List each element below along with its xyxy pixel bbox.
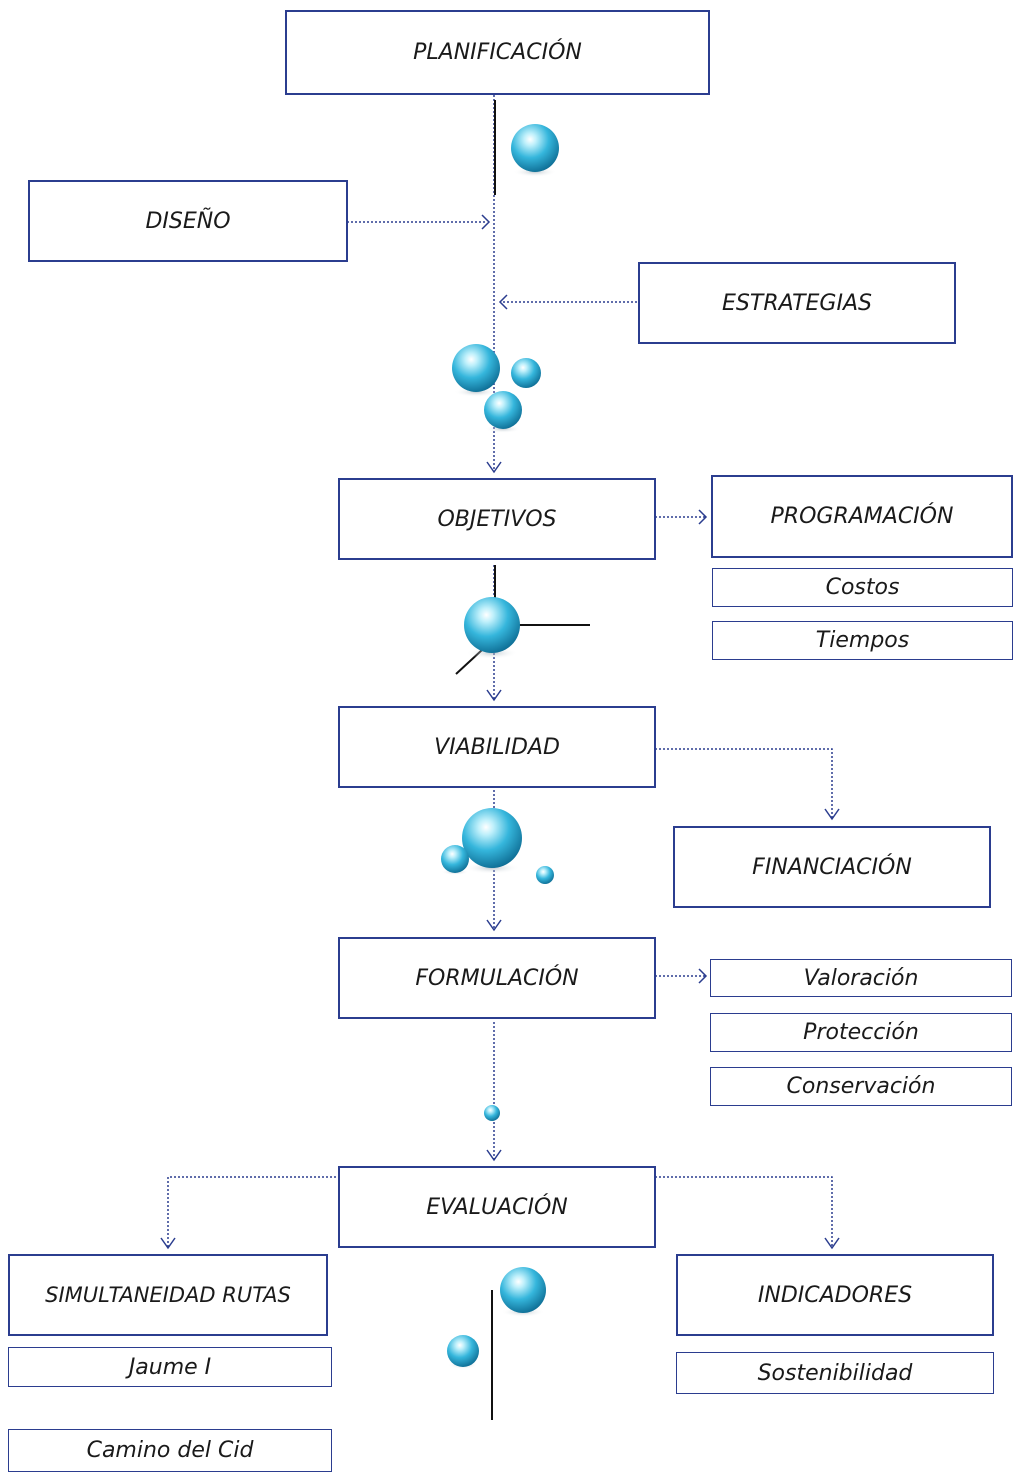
sphere-11 xyxy=(447,1335,479,1367)
subitem-costos: Costos xyxy=(712,568,1013,607)
sphere-10 xyxy=(500,1267,546,1313)
box-planificacion: PLANIFICACIÓN xyxy=(285,10,710,95)
box-viabilidad: VIABILIDAD xyxy=(338,706,656,788)
subitem-proteccion: Protección xyxy=(710,1013,1012,1052)
sphere-2 xyxy=(452,344,500,392)
arrow-indicadores xyxy=(824,1237,840,1250)
arrow-formulacion xyxy=(486,919,502,932)
sphere-9 xyxy=(484,1105,500,1121)
sphere-5 xyxy=(464,597,520,653)
subitem-tiempos: Tiempos xyxy=(712,621,1013,660)
arrow-evaluacion xyxy=(486,1149,502,1162)
arrow-financiacion xyxy=(824,808,840,821)
arrow-diseno xyxy=(481,214,491,230)
box-indicadores: INDICADORES xyxy=(676,1254,994,1336)
sphere-1 xyxy=(511,124,559,172)
subitem-camino: Camino del Cid xyxy=(8,1429,332,1472)
subitem-conservacion: Conservación xyxy=(710,1067,1012,1106)
sphere-7 xyxy=(441,845,469,873)
box-evaluacion: EVALUACIÓN xyxy=(338,1166,656,1248)
sphere-3 xyxy=(511,358,541,388)
connector-financiacion xyxy=(655,748,833,818)
arrow-viabilidad xyxy=(486,689,502,702)
box-objetivos: OBJETIVOS xyxy=(338,478,656,560)
box-financiacion: FINANCIACIÓN xyxy=(673,826,991,908)
box-simultaneidad: SIMULTANEIDAD RUTAS xyxy=(8,1254,328,1336)
box-estrategias: ESTRATEGIAS xyxy=(638,262,956,344)
arrow-programacion xyxy=(698,509,708,525)
box-diseno: DISEÑO xyxy=(28,180,348,262)
subitem-valoracion: Valoración xyxy=(710,959,1012,997)
arrow-valoracion xyxy=(698,968,708,984)
sphere-decorations xyxy=(441,124,559,1369)
sphere-6 xyxy=(462,808,522,868)
connector-simultaneidad xyxy=(167,1176,340,1248)
box-programacion: PROGRAMACIÓN xyxy=(711,475,1013,558)
arrow-simultaneidad xyxy=(160,1237,176,1250)
subitem-jaume: Jaume I xyxy=(8,1347,332,1387)
arrow-objetivos xyxy=(486,461,502,474)
connector-indicadores xyxy=(655,1176,833,1248)
sphere-4 xyxy=(484,391,522,429)
box-formulacion: FORMULACIÓN xyxy=(338,937,656,1019)
subitem-sostenibilidad: Sostenibilidad xyxy=(676,1352,994,1394)
sphere-8 xyxy=(536,866,554,884)
arrow-estrategias xyxy=(498,294,508,310)
